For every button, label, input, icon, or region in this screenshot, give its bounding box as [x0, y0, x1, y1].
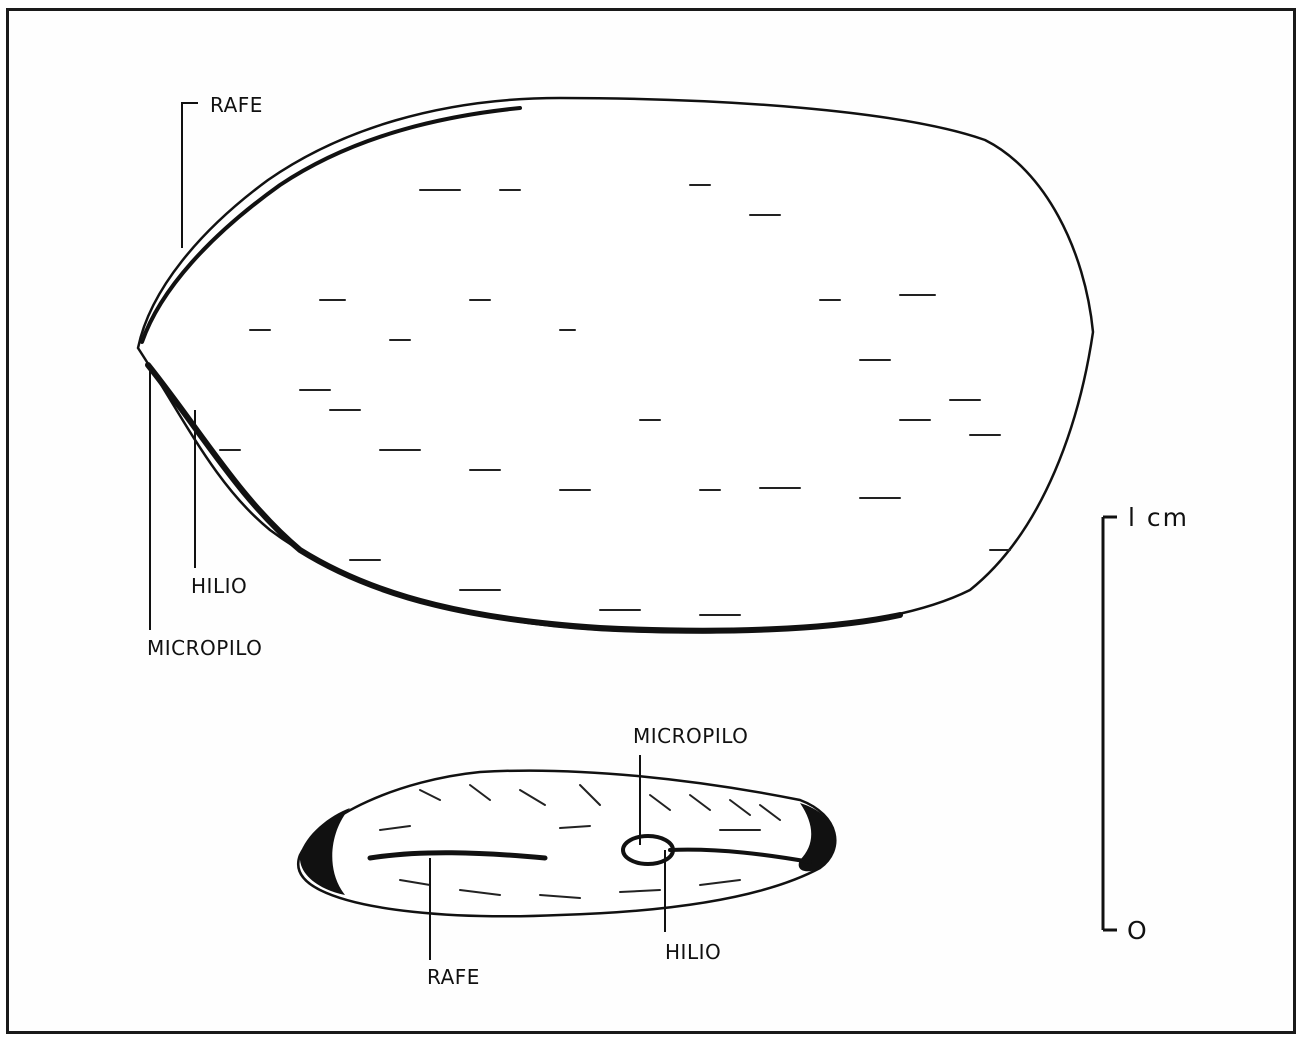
label-rafe-top: RAFE [210, 93, 263, 117]
seed-edge-view [298, 755, 835, 960]
scale-bar [1103, 517, 1117, 930]
seed-face-outline [138, 98, 1093, 632]
seed-face-view [138, 98, 1093, 632]
scale-label-1cm: l cm [1128, 503, 1189, 532]
label-hilio-top: HILIO [191, 574, 247, 598]
label-hilio-bottom: HILIO [665, 940, 721, 964]
label-rafe-bottom: RAFE [427, 965, 480, 989]
rafe-leader [182, 103, 198, 248]
scale-label-zero: O [1127, 916, 1149, 945]
label-micropilo-bottom: MICROPILO [633, 724, 748, 748]
seed-edge-outline [298, 771, 835, 917]
label-micropilo-top: MICROPILO [147, 636, 262, 660]
